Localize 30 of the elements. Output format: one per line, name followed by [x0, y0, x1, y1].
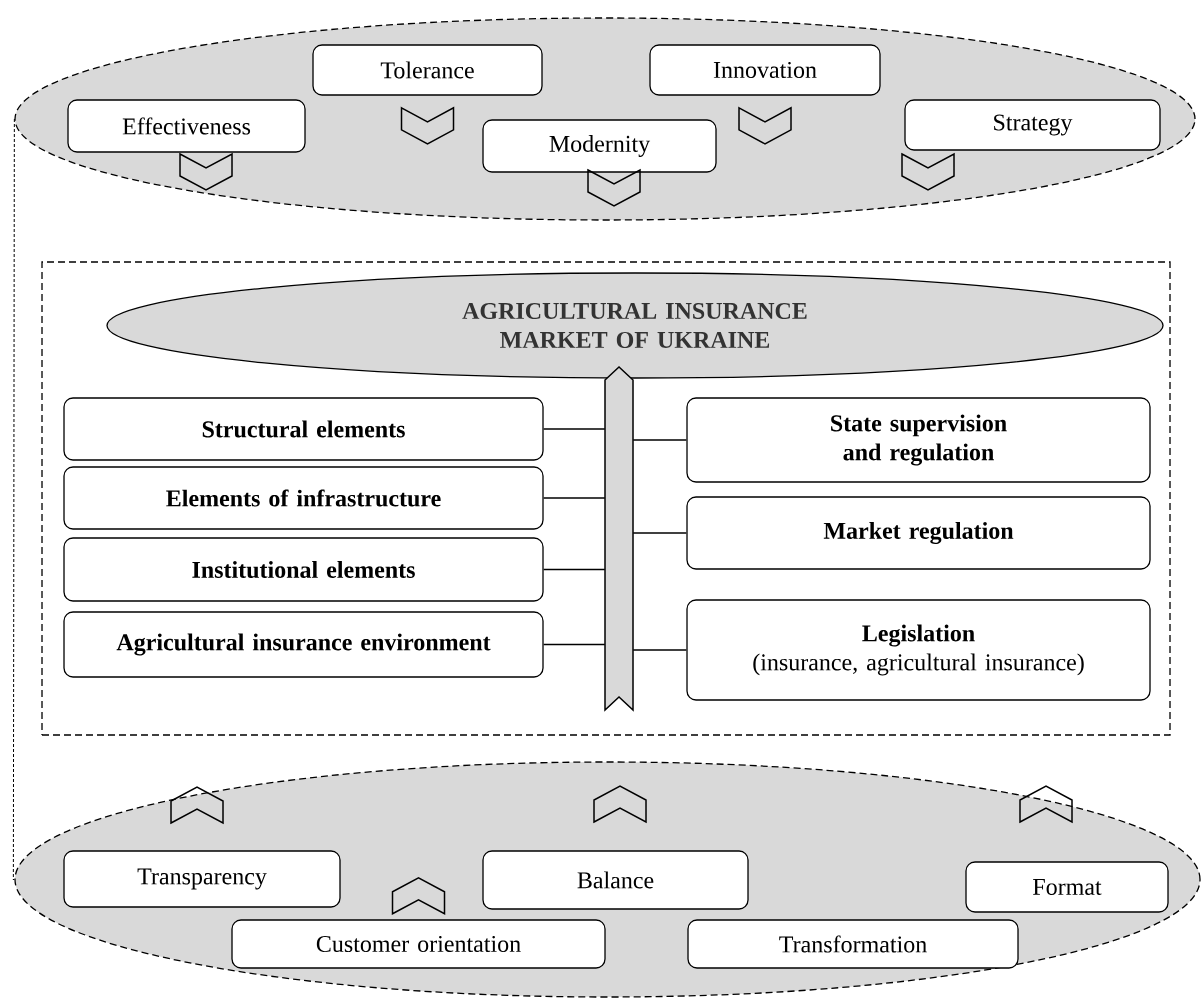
- rounded-box: Strategy: [904, 99, 1161, 151]
- chevron-arrow: [400, 106, 455, 145]
- chevron-arrow: [738, 106, 792, 145]
- connector-line: [543, 497, 606, 499]
- connector-line: [543, 428, 606, 430]
- rounded-box: Effectiveness: [67, 99, 306, 153]
- rounded-box: Transformation: [687, 919, 1019, 969]
- double-chevron-bar: [604, 365, 634, 712]
- rounded-box: Market regulation: [686, 496, 1151, 570]
- connector-line: [632, 439, 687, 441]
- rounded-box: Modernity: [482, 119, 717, 173]
- rounded-box: Innovation: [649, 44, 881, 96]
- connector-line: [632, 532, 687, 534]
- rounded-box: Structural elements: [63, 397, 544, 461]
- connector-line: [12, 118, 15, 880]
- rounded-box: Legislation (insurance, agricultural insurance): [686, 599, 1151, 701]
- rounded-box: State supervision and regulation: [686, 397, 1151, 483]
- connector-line: [543, 568, 606, 571]
- rounded-box: Transparency: [63, 850, 341, 908]
- chevron-arrow: [391, 876, 446, 915]
- rounded-box: Institutional elements: [63, 537, 544, 602]
- rounded-box: Tolerance: [312, 44, 543, 96]
- connector-line: [632, 649, 687, 651]
- rounded-box: Format: [965, 861, 1169, 913]
- dashed-frame: [41, 261, 1171, 736]
- rounded-box: Agricultural insurance environment: [63, 611, 544, 678]
- rounded-box: Elements of infrastructure: [63, 466, 544, 530]
- rounded-box: Customer orientation: [231, 919, 606, 969]
- rounded-box: Balance: [482, 850, 749, 910]
- connector-line: [543, 643, 606, 646]
